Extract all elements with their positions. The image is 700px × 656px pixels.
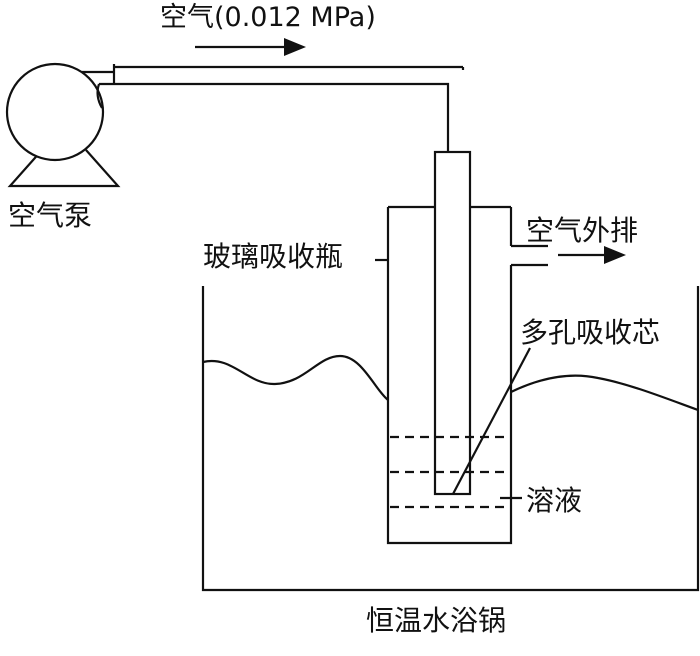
air-flow-arrow <box>195 38 306 56</box>
water-bath-label: 恒温水浴锅 <box>366 604 506 637</box>
air-exhaust-label: 空气外排 <box>526 214 638 247</box>
air-pump-body <box>5 62 105 162</box>
air-pump-label: 空气泵 <box>8 199 92 232</box>
glass-absorption-bottle <box>386 205 548 545</box>
air-pump-stand <box>7 149 121 188</box>
air-pump-outlet <box>82 70 114 109</box>
porous-absorption-core <box>433 150 472 496</box>
air-exhaust-arrow <box>558 246 626 264</box>
water-surface-right <box>510 374 699 412</box>
water-bath-container <box>201 286 700 592</box>
water-surface-left <box>202 354 389 401</box>
solution-levels <box>390 435 509 509</box>
glass-bottle-label: 玻璃吸收瓶 <box>203 240 343 273</box>
air-pipe-lower-wall <box>114 82 450 152</box>
porous-core-label: 多孔吸收芯 <box>520 316 660 349</box>
solution-label: 溶液 <box>526 484 582 517</box>
air-supply-pipe <box>112 64 465 152</box>
air-pump <box>5 62 121 188</box>
porous-core-leader <box>452 347 531 495</box>
air-flow-label: 空气(0.012 MPa) <box>160 2 376 33</box>
